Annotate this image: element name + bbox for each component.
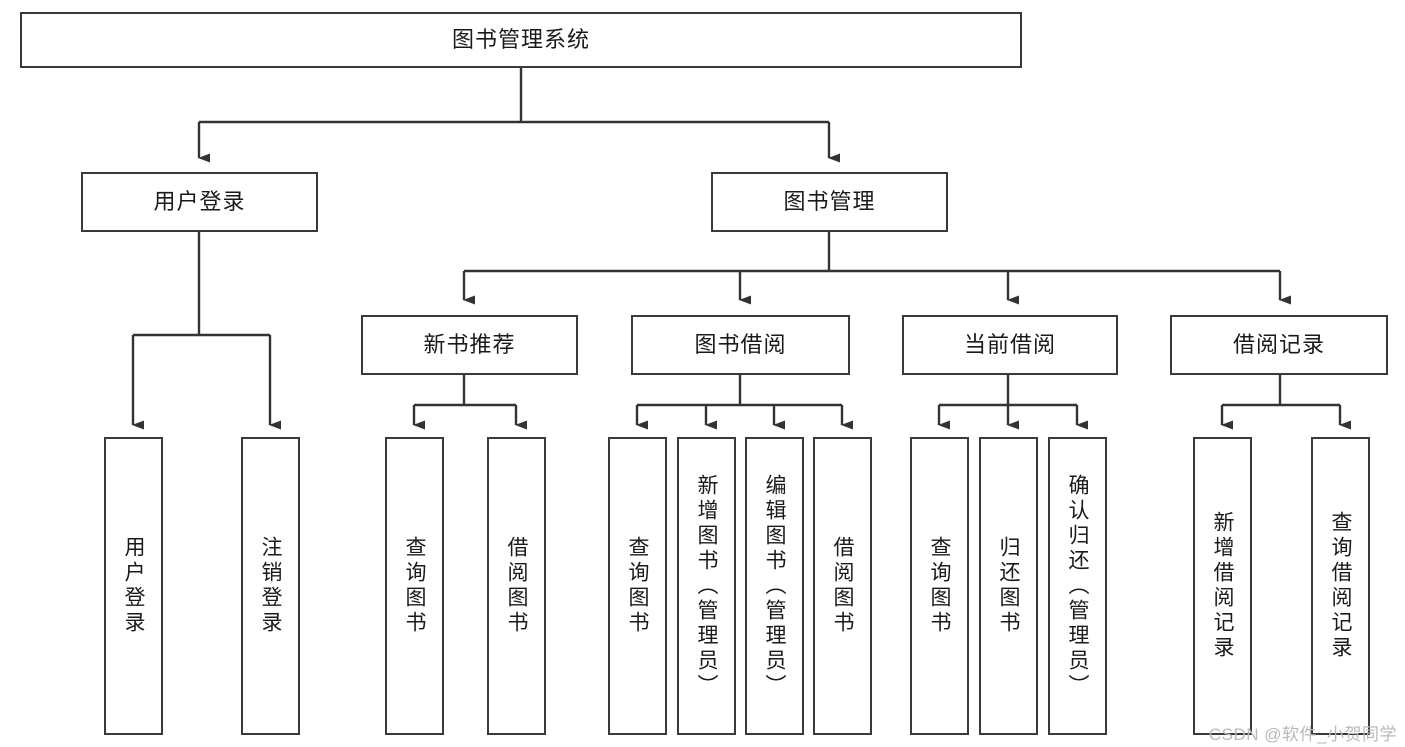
leaf-borrow-query-label: 查询图书	[626, 536, 649, 636]
node-borrow-record[interactable]: 借阅记录	[1170, 315, 1388, 375]
leaf-borrow-add-book-label: 新增图书（管理员）	[695, 473, 718, 699]
leaf-user-login-label: 用户登录	[122, 536, 145, 636]
leaf-new-book-borrow[interactable]: 借阅图书	[487, 437, 546, 735]
node-user-login[interactable]: 用户登录	[81, 172, 318, 232]
leaf-current-confirm-return[interactable]: 确认归还（管理员）	[1048, 437, 1107, 735]
node-current-borrow-label: 当前借阅	[963, 332, 1056, 358]
node-book-borrow[interactable]: 图书借阅	[631, 315, 850, 375]
leaf-current-confirm-return-label: 确认归还（管理员）	[1066, 473, 1089, 699]
leaf-borrow-edit-book-label: 编辑图书（管理员）	[763, 473, 786, 699]
watermark: CSDN @软件_小贺同学	[1208, 725, 1397, 744]
leaf-borrow-edit-book[interactable]: 编辑图书（管理员）	[745, 437, 804, 735]
leaf-current-query-label: 查询图书	[928, 536, 951, 636]
leaf-user-logout-label: 注销登录	[259, 536, 282, 636]
leaf-current-return[interactable]: 归还图书	[979, 437, 1038, 735]
node-current-borrow[interactable]: 当前借阅	[902, 315, 1118, 375]
leaf-current-query[interactable]: 查询图书	[910, 437, 969, 735]
node-borrow-record-label: 借阅记录	[1232, 332, 1325, 358]
node-book-borrow-label: 图书借阅	[694, 332, 787, 358]
leaf-record-query[interactable]: 查询借阅记录	[1311, 437, 1370, 735]
leaf-borrow-do-borrow-label: 借阅图书	[831, 536, 854, 636]
node-new-book-recommend-label: 新书推荐	[423, 332, 516, 358]
node-book-management-label: 图书管理	[783, 189, 876, 215]
leaf-borrow-do-borrow[interactable]: 借阅图书	[813, 437, 872, 735]
leaf-user-logout[interactable]: 注销登录	[241, 437, 300, 735]
leaf-new-book-query-label: 查询图书	[403, 536, 426, 636]
leaf-user-login[interactable]: 用户登录	[104, 437, 163, 735]
leaf-current-return-label: 归还图书	[997, 536, 1020, 636]
node-new-book-recommend[interactable]: 新书推荐	[361, 315, 578, 375]
leaf-borrow-query[interactable]: 查询图书	[608, 437, 667, 735]
node-root[interactable]: 图书管理系统	[20, 12, 1022, 68]
node-book-management[interactable]: 图书管理	[711, 172, 948, 232]
leaf-record-add[interactable]: 新增借阅记录	[1193, 437, 1252, 735]
leaf-borrow-add-book[interactable]: 新增图书（管理员）	[677, 437, 736, 735]
leaf-new-book-query[interactable]: 查询图书	[385, 437, 444, 735]
leaf-record-add-label: 新增借阅记录	[1211, 511, 1234, 661]
node-root-label: 图书管理系统	[451, 27, 590, 53]
node-user-login-label: 用户登录	[153, 189, 246, 215]
leaf-new-book-borrow-label: 借阅图书	[505, 536, 528, 636]
leaf-record-query-label: 查询借阅记录	[1329, 511, 1352, 661]
